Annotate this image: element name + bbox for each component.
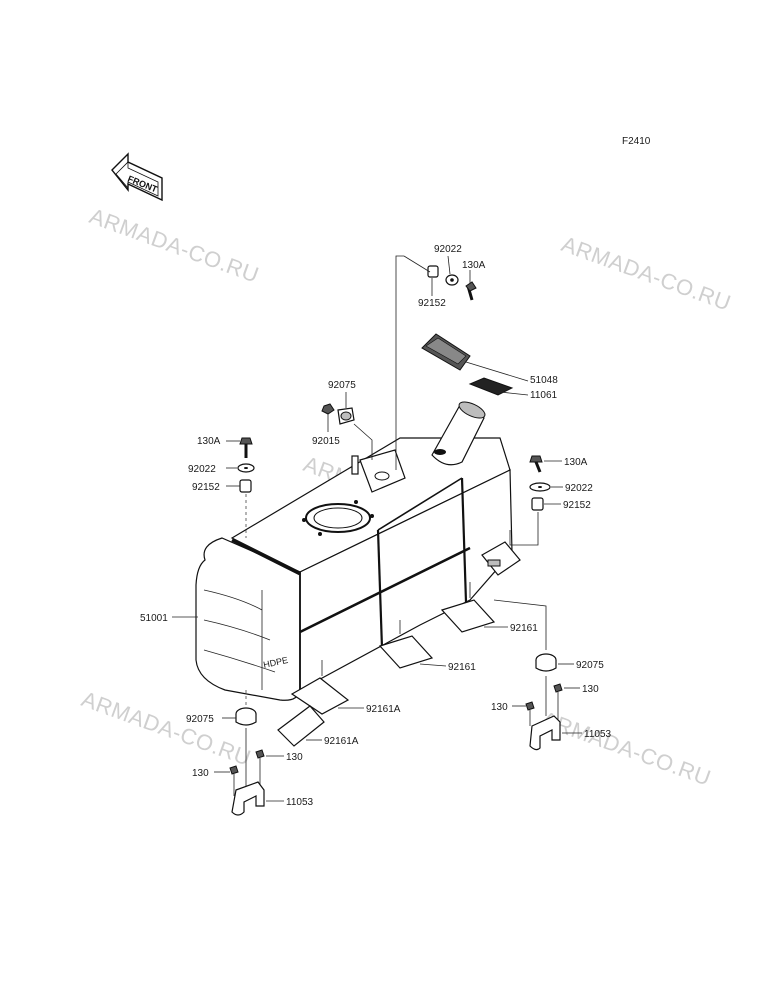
label-92022-top: 92022 <box>434 244 462 255</box>
pad-92161A-upper <box>290 660 364 715</box>
label-92075-right: 92075 <box>576 660 604 671</box>
label-11053-left: 11053 <box>286 797 314 808</box>
label-11053-right: 11053 <box>584 729 612 740</box>
watermark-5: ARMADA-CO.RU <box>538 706 714 790</box>
label-92161A-a: 92161A <box>366 704 401 715</box>
label-130-right-b: 130 <box>491 702 508 713</box>
left-bracket-assembly <box>214 690 284 816</box>
label-51048: 51048 <box>530 375 558 386</box>
right-fastener-group <box>509 455 563 546</box>
label-130A-right: 130A <box>564 457 588 468</box>
label-92161-right: 92161 <box>510 623 538 634</box>
top-fastener-group <box>395 255 477 470</box>
figure-code: F2410 <box>622 136 651 147</box>
label-92152-left: 92152 <box>192 482 220 493</box>
label-11061: 11061 <box>530 390 558 401</box>
front-direction-arrow: FRONT <box>111 152 163 202</box>
watermark-2: ARMADA-CO.RU <box>558 231 734 315</box>
part-92075-top <box>337 392 373 460</box>
label-130-left-a: 130 <box>286 752 303 763</box>
label-92152-right: 92152 <box>563 500 591 511</box>
label-130-right-a: 130 <box>582 684 599 695</box>
pad-92161-mid <box>378 620 447 669</box>
part-51048 <box>421 333 529 382</box>
part-11061 <box>468 377 529 396</box>
label-92161A-b: 92161A <box>324 736 359 747</box>
label-92161-mid: 92161 <box>448 662 476 673</box>
label-92075-left: 92075 <box>186 714 214 725</box>
label-130-left-b: 130 <box>192 768 209 779</box>
label-51001: 51001 <box>140 613 168 624</box>
watermark-4: ARMADA-CO.RU <box>78 686 254 770</box>
label-92015: 92015 <box>312 436 340 447</box>
label-130A-left: 130A <box>197 436 221 447</box>
label-130A-top: 130A <box>462 260 486 271</box>
label-92022-right: 92022 <box>565 483 593 494</box>
label-92022-left: 92022 <box>188 464 216 475</box>
pad-92161-right <box>440 582 547 650</box>
label-92075-top: 92075 <box>328 380 356 391</box>
left-fastener-group <box>226 437 255 538</box>
label-92152-top: 92152 <box>418 298 446 309</box>
fuel-tank-51001: HDPE <box>195 401 521 701</box>
part-92015 <box>321 403 335 432</box>
watermark-1: ARMADA-CO.RU <box>86 203 262 287</box>
pad-92161A-lower <box>277 705 325 747</box>
right-bracket-assembly <box>512 653 582 751</box>
